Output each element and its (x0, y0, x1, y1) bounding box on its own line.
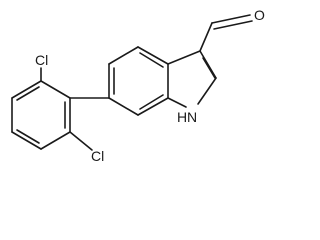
bond-ring-b-double-2 (139, 52, 164, 68)
bond-ring-a-double-3 (16, 86, 40, 101)
bond-ring-c-3 (197, 77, 217, 105)
bond-ring-c-4 (167, 97, 187, 108)
bond-to-cl-bottom (69, 131, 93, 151)
oxygen-label: O (254, 7, 265, 23)
nh-hydrogen-label: H (177, 109, 187, 125)
molecule-drawing: Cl Cl O H N (11, 7, 265, 164)
bond-aldehyde-carbonyl-double (213, 20, 253, 30)
bond-ring-b-6 (108, 97, 139, 116)
bond-ring-c-double (202, 57, 216, 79)
chlorine-label-top: Cl (35, 52, 48, 68)
bond-ring-c-2 (199, 50, 217, 79)
indole-pyrrole-ring (167, 50, 217, 108)
bond-ring-a-4 (11, 131, 42, 150)
dichlorophenyl-ring (11, 80, 71, 150)
bond-ring-b-5 (137, 97, 169, 116)
bond-ring-b-double-3 (139, 94, 164, 110)
bond-ring-a-double-2 (16, 129, 40, 144)
nh-nitrogen-label: N (187, 109, 197, 125)
bond-ring-b-2 (108, 46, 139, 65)
bond-ring-a-1 (40, 80, 71, 99)
chemical-structure-figure: Cl Cl O H N (11, 7, 265, 164)
aldehyde-group (199, 14, 253, 52)
indole-benzene-ring (108, 46, 169, 116)
bond-ring-a-3 (40, 131, 71, 150)
bond-ring-c-1 (167, 50, 201, 65)
bond-aldehyde-carbonyl (211, 14, 251, 24)
bond-ring-a-6 (11, 80, 42, 99)
chlorine-label-bottom: Cl (91, 148, 104, 164)
bond-to-aldehyde-carbon (199, 22, 213, 52)
bond-ring-b-3 (137, 46, 169, 65)
